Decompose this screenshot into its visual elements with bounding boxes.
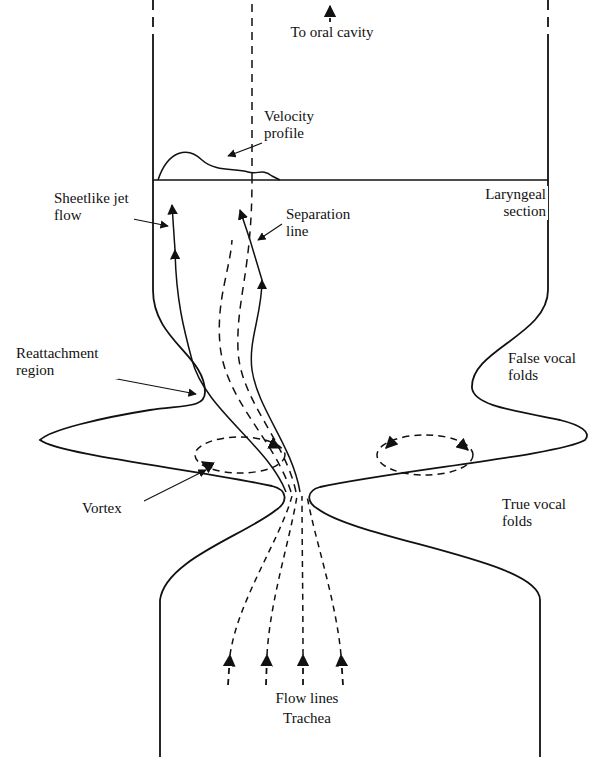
section-line: [153, 179, 548, 181]
left-airway-wall: [40, 40, 285, 757]
flow-line: [219, 240, 291, 492]
vortex-arrow: [202, 462, 212, 468]
callout-label: Vortex: [80, 500, 144, 517]
structure-label: False vocal folds: [506, 350, 596, 384]
tube-wall-dashed: [547, 0, 549, 40]
callout-label: Reattachment region: [14, 345, 118, 379]
jet-flow-line: [172, 205, 175, 250]
vortex-arrow: [270, 443, 280, 448]
leader-line: [228, 143, 262, 156]
leader-line: [112, 378, 196, 394]
separation-line: [251, 0, 253, 180]
flow-line: [302, 655, 304, 685]
leader-line: [128, 218, 168, 226]
flow-line: [302, 496, 303, 655]
flow-line: [228, 655, 230, 685]
flow-line: [341, 655, 343, 685]
flow-line: [307, 496, 341, 655]
outflow-arrow: [329, 6, 331, 22]
vortex-arrow: [460, 443, 468, 450]
callout-label: Sheetlike jet flow: [52, 190, 134, 224]
velocity-profile: [158, 152, 280, 180]
leader-line: [258, 224, 282, 240]
vortex: [377, 435, 473, 475]
tube-wall-dashed: [152, 0, 154, 40]
flow-line: [267, 496, 297, 655]
vortex-arrow: [386, 444, 390, 448]
section-label: Laryngeal section: [462, 186, 548, 220]
right-airway-wall: [309, 40, 587, 757]
flow-line: [230, 496, 292, 655]
jet-flow-line: [251, 280, 300, 492]
flow-line: [266, 655, 267, 685]
callout-label: Velocity profile: [262, 108, 336, 142]
flow-label: Flow lines: [250, 690, 364, 707]
structure-label: Trachea: [250, 710, 364, 727]
vortex: [195, 437, 285, 473]
callout-label: Separation line: [284, 206, 368, 240]
outflow-label: To oral cavity: [288, 24, 376, 41]
jet-flow-line: [175, 250, 286, 492]
jet-flow-line: [240, 210, 262, 280]
structure-label: True vocal folds: [500, 496, 594, 530]
